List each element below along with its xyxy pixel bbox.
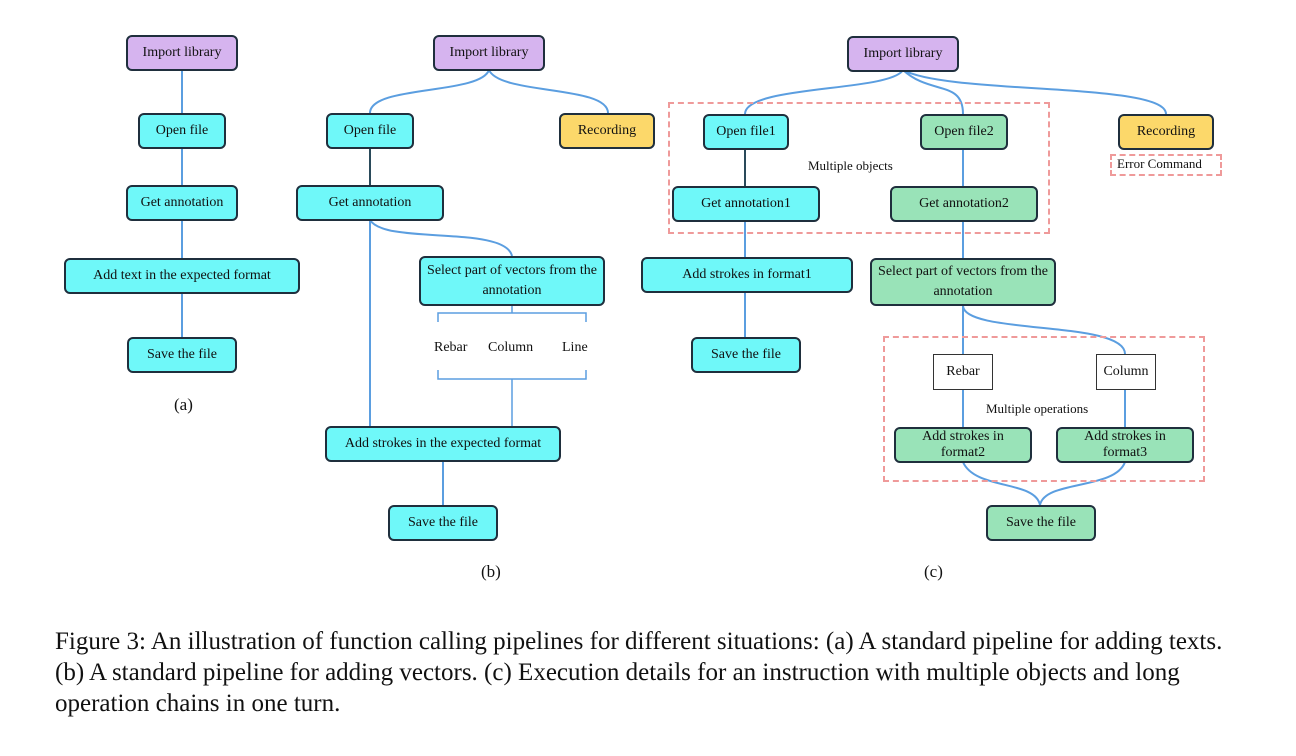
panel-b-label: (b): [481, 562, 501, 581]
node-label: Import library: [449, 45, 529, 61]
node-label: Recording: [1136, 124, 1196, 140]
figure-caption: Figure 3: An illustration of function ca…: [55, 628, 1223, 717]
c-multiple-operations-label: Multiple operations: [986, 401, 1089, 416]
b-add-strokes-node: Add strokes in the expected format: [325, 426, 561, 462]
connector-lines: [181, 69, 1167, 506]
c-rebar-node: Rebar: [933, 354, 993, 390]
c-multiple-objects-label: Multiple objects: [808, 158, 893, 173]
b-save-file-node: Save the file: [388, 505, 498, 541]
node-label: Rebar: [946, 364, 980, 380]
connector: [1039, 461, 1126, 506]
node-label: Select part of vectors from the annotati…: [878, 264, 1048, 299]
a-save-file-node: Save the file: [127, 337, 237, 373]
multiple-operations-box: [883, 336, 1205, 482]
a-add-text-node: Add text in the expected format: [64, 258, 300, 294]
c-save-file-node: Save the file: [986, 505, 1096, 541]
c-open-file2-node: Open file2: [920, 114, 1008, 150]
error-command-box: [1110, 154, 1222, 176]
node-label: Save the file: [1006, 515, 1076, 531]
c-add-strokes-format2-node: Add strokes in format2: [894, 427, 1032, 463]
c-import-library-node: Import library: [847, 36, 959, 72]
c-open-file1-node: Open file1: [703, 114, 789, 150]
node-label: Add text in the expected format: [93, 268, 271, 284]
connector: [902, 69, 964, 115]
node-label: Recording: [577, 123, 637, 139]
c-get-annotation2-node: Get annotation2: [890, 186, 1038, 222]
b-line-label: Line: [562, 340, 588, 355]
node-label: Save the file: [711, 347, 781, 363]
panel-a-label: (a): [174, 395, 193, 414]
c-add-strokes-format3-node: Add strokes in format3: [1056, 427, 1194, 463]
bracket-top: [437, 305, 587, 322]
a-open-file-node: Open file: [138, 113, 226, 149]
b-import-library-node: Import library: [433, 35, 545, 71]
node-label: Open file: [343, 123, 397, 139]
node-label: Open file: [155, 123, 209, 139]
a-get-annotation-node: Get annotation: [126, 185, 238, 221]
connector: [902, 69, 1167, 115]
node-label: Get annotation2: [919, 196, 1009, 212]
node-label: Add strokes in format3: [1084, 428, 1166, 460]
node-label: Save the file: [147, 347, 217, 363]
node-label: Import library: [863, 46, 943, 62]
node-label: Add strokes in format1: [682, 267, 812, 283]
b-open-file-node: Open file: [326, 113, 414, 149]
b-select-vectors-node: Select part of vectors from the annotati…: [419, 256, 605, 306]
node-label: Open file1: [716, 124, 776, 140]
c-save-file-left-node: Save the file: [691, 337, 801, 373]
c-error-command-label: Error Command: [1117, 156, 1202, 171]
connector: [962, 305, 1126, 355]
connector: [369, 69, 490, 114]
connector: [744, 69, 904, 115]
a-import-library-node: Import library: [126, 35, 238, 71]
node-label: Get annotation: [140, 195, 224, 211]
node-label: Open file2: [934, 124, 994, 140]
node-label: Import library: [142, 45, 222, 61]
node-label: Add strokes in format2: [922, 428, 1004, 460]
node-label: Add strokes in the expected format: [344, 436, 542, 452]
c-column-node: Column: [1096, 354, 1156, 390]
pipeline-diagram: Import library Open file Get annotation …: [64, 35, 1222, 581]
b-rebar-label: Rebar: [434, 340, 468, 355]
panel-c-label: (c): [924, 562, 943, 581]
b-column-label: Column: [488, 340, 534, 355]
b-recording-node: Recording: [559, 113, 655, 149]
connector: [488, 69, 609, 114]
multiple-objects-box: [668, 102, 1050, 234]
bracket-bottom: [437, 370, 587, 426]
c-select-vectors-node: Select part of vectors from the annotati…: [870, 258, 1056, 306]
node-label: Column: [1103, 364, 1149, 380]
c-add-strokes-format1-node: Add strokes in format1: [641, 257, 853, 293]
connector: [369, 219, 513, 257]
c-get-annotation1-node: Get annotation1: [672, 186, 820, 222]
node-label: Get annotation1: [701, 196, 791, 212]
node-label: Save the file: [408, 515, 478, 531]
node-label: Get annotation: [328, 195, 412, 211]
c-recording-node: Recording: [1118, 114, 1214, 150]
node-label: Select part of vectors from the annotati…: [427, 263, 597, 298]
connector: [962, 461, 1041, 506]
b-get-annotation-node: Get annotation: [296, 185, 444, 221]
